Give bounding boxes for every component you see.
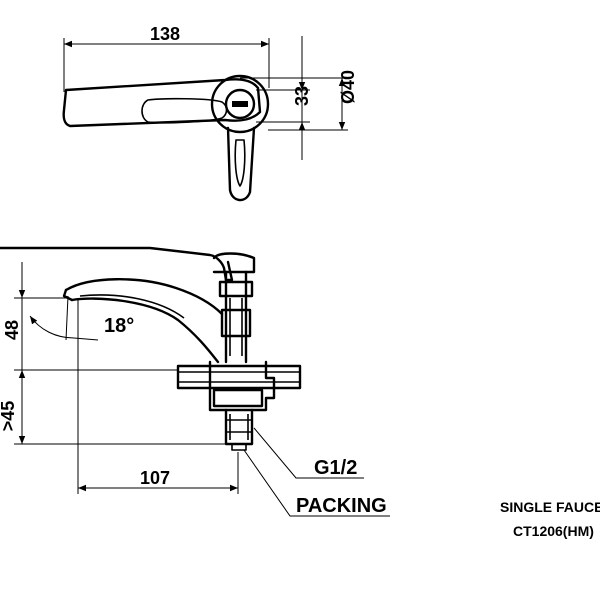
nut-washer [212, 388, 264, 408]
top-cap-slot [232, 101, 248, 107]
title-product-name: SINGLE FAUCET [500, 499, 600, 515]
spout-arc-inner [79, 294, 185, 319]
top-lever-groove [141, 97, 228, 124]
side-stem [224, 270, 248, 364]
dim-label-138: 138 [150, 24, 180, 44]
stem-collar-1 [218, 280, 254, 298]
top-lever-outline [62, 78, 262, 128]
spout-top-outline [0, 246, 234, 282]
top-body-circle [210, 74, 270, 134]
spout-arc-upper [64, 278, 224, 316]
threaded-shank [224, 408, 254, 446]
title-model-number: CT1206(HM) [513, 523, 594, 539]
counter-plate [176, 364, 302, 390]
stem-collar-2 [220, 308, 252, 338]
dim-label-107: 107 [140, 468, 170, 488]
dim-label-angle-18: 18° [104, 315, 134, 337]
dim-label-45: >45 [0, 401, 18, 432]
mounting-nut [208, 360, 276, 412]
side-handle-top [212, 252, 256, 274]
callout-thread-label: G1/2 [314, 457, 357, 479]
dim-label-48: 48 [2, 320, 22, 340]
leader-packing [243, 449, 390, 517]
callout-packing-label: PACKING [296, 495, 387, 517]
spout-tip [62, 288, 74, 302]
spout-arc-lower [70, 297, 220, 364]
leader-g12 [253, 427, 364, 479]
top-view [62, 36, 348, 202]
side-view [0, 246, 390, 517]
top-vertical-lever [226, 126, 256, 202]
dim-label-diameter-40: Ø40 [338, 70, 358, 104]
top-cap-circle [224, 88, 256, 120]
dim-label-33: 33 [292, 86, 312, 106]
top-vertical-lever-groove [234, 139, 246, 187]
angle-arc-18 [29, 315, 75, 339]
